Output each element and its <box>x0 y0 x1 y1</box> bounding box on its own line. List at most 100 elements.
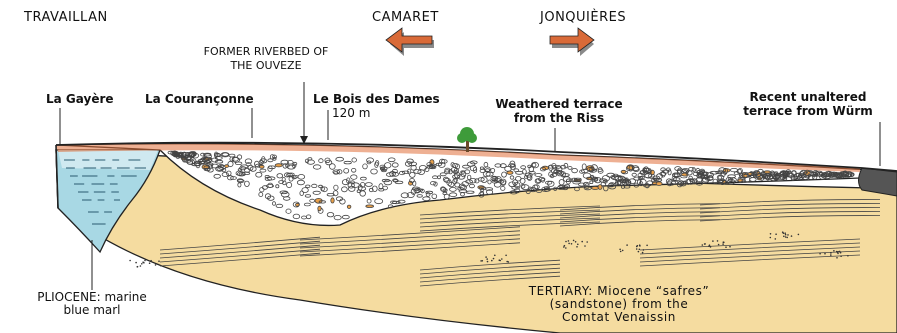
sand-dot <box>786 237 788 239</box>
sand-dot <box>839 251 841 253</box>
sand-dot <box>487 261 489 263</box>
pebble <box>225 165 229 168</box>
sand-dot <box>571 243 573 245</box>
sand-dot <box>565 241 567 243</box>
label-bois-des-dames: Le Bois des Dames <box>313 92 440 106</box>
tertiary-line3: Comtat Venaissin <box>508 311 730 324</box>
sand-dot <box>505 255 507 257</box>
sand-dot <box>638 251 640 253</box>
sand-dot <box>791 235 793 237</box>
label-tertiary: TERTIARY: Miocene “safres” (sandstone) f… <box>508 285 730 324</box>
town-camaret: CAMARET <box>372 10 439 25</box>
sand-dot <box>586 241 588 243</box>
sand-dot <box>573 240 575 242</box>
sand-dot <box>847 255 849 257</box>
sand-dot <box>622 250 624 252</box>
sand-dot <box>770 233 772 235</box>
sand-dot <box>646 245 648 247</box>
arrow-right-icon <box>550 28 594 56</box>
label-weathered-terrace: Weathered terrace from the Riss <box>474 97 644 125</box>
sand-dot <box>584 245 586 247</box>
weathered-line1: Weathered terrace <box>474 97 644 111</box>
sand-dot <box>712 240 714 242</box>
label-former-riverbed: FORMER RIVERBED OF THE OUVEZE <box>170 45 362 73</box>
recent-line1: Recent unaltered <box>722 90 894 104</box>
sand-dot <box>830 252 832 254</box>
town-travaillan: TRAVAILLAN <box>24 10 108 25</box>
sand-dot <box>576 246 578 248</box>
sand-dot <box>491 260 493 262</box>
sand-dot <box>819 253 821 255</box>
sand-dot <box>783 232 785 234</box>
recent-line2: terrace from Würm <box>722 104 894 118</box>
sand-dot <box>798 234 800 236</box>
sand-dot <box>770 237 772 239</box>
sand-dot <box>636 248 638 250</box>
sand-dot <box>775 238 777 240</box>
sand-dot <box>718 244 720 246</box>
sand-dot <box>568 243 570 245</box>
sand-dot <box>702 244 704 246</box>
sand-dot <box>142 261 144 263</box>
sand-dot <box>639 249 641 251</box>
sand-dot <box>830 254 832 256</box>
sand-dot <box>508 261 510 263</box>
sand-dot <box>784 232 786 234</box>
label-elevation: 120 m <box>332 106 370 120</box>
sand-dot <box>722 243 724 245</box>
sand-dot <box>129 260 131 262</box>
sand-dot <box>577 244 579 246</box>
sand-dot <box>729 246 731 248</box>
sand-dot <box>485 256 487 258</box>
pebble <box>591 187 598 190</box>
sand-dot <box>639 245 641 247</box>
sand-dot <box>785 236 787 238</box>
town-jonquieres: JONQUIÈRES <box>540 10 626 25</box>
label-recent-terrace: Recent unaltered terrace from Würm <box>722 90 894 118</box>
sand-dot <box>144 260 146 262</box>
sand-dot <box>135 262 137 264</box>
sand-dot <box>725 246 727 248</box>
sand-dot <box>620 251 622 253</box>
pebble <box>347 205 351 208</box>
sand-dot <box>565 247 567 249</box>
arrow-left-icon <box>386 28 434 56</box>
sand-dot <box>157 263 159 265</box>
sand-dot <box>787 234 789 236</box>
label-pliocene: PLIOCENE: marine blue marl <box>22 291 162 317</box>
label-la-gayere: La Gayère <box>46 92 114 106</box>
pebble <box>275 164 282 167</box>
sand-dot <box>494 255 496 257</box>
sand-dot <box>836 257 838 259</box>
sand-dot <box>137 266 139 268</box>
former-riverbed-line2: THE OUVEZE <box>170 59 362 73</box>
sand-dot <box>141 263 143 265</box>
former-riverbed-line1: FORMER RIVERBED OF <box>170 45 362 59</box>
sand-dot <box>150 260 152 262</box>
sand-dot <box>837 251 839 253</box>
sand-dot <box>833 250 835 252</box>
sand-dot <box>581 241 583 243</box>
sand-dot <box>717 240 719 242</box>
sand-dot <box>840 252 842 254</box>
sand-dot <box>140 265 142 267</box>
pebble <box>318 206 321 211</box>
sand-dot <box>493 258 495 260</box>
pebble <box>656 182 662 186</box>
pliocene-line2: blue marl <box>22 304 162 317</box>
sand-dot <box>708 245 710 247</box>
pebble <box>260 165 265 168</box>
sand-dot <box>501 258 503 260</box>
sand-dot <box>155 264 157 266</box>
sand-dot <box>564 245 566 247</box>
sand-dot <box>482 260 484 262</box>
sand-dot <box>149 262 151 264</box>
sand-dot <box>636 246 638 248</box>
sand-dot <box>775 233 777 235</box>
pebble <box>621 170 626 173</box>
sand-dot <box>642 252 644 254</box>
sand-dot <box>837 253 839 255</box>
sand-dot <box>710 246 712 248</box>
